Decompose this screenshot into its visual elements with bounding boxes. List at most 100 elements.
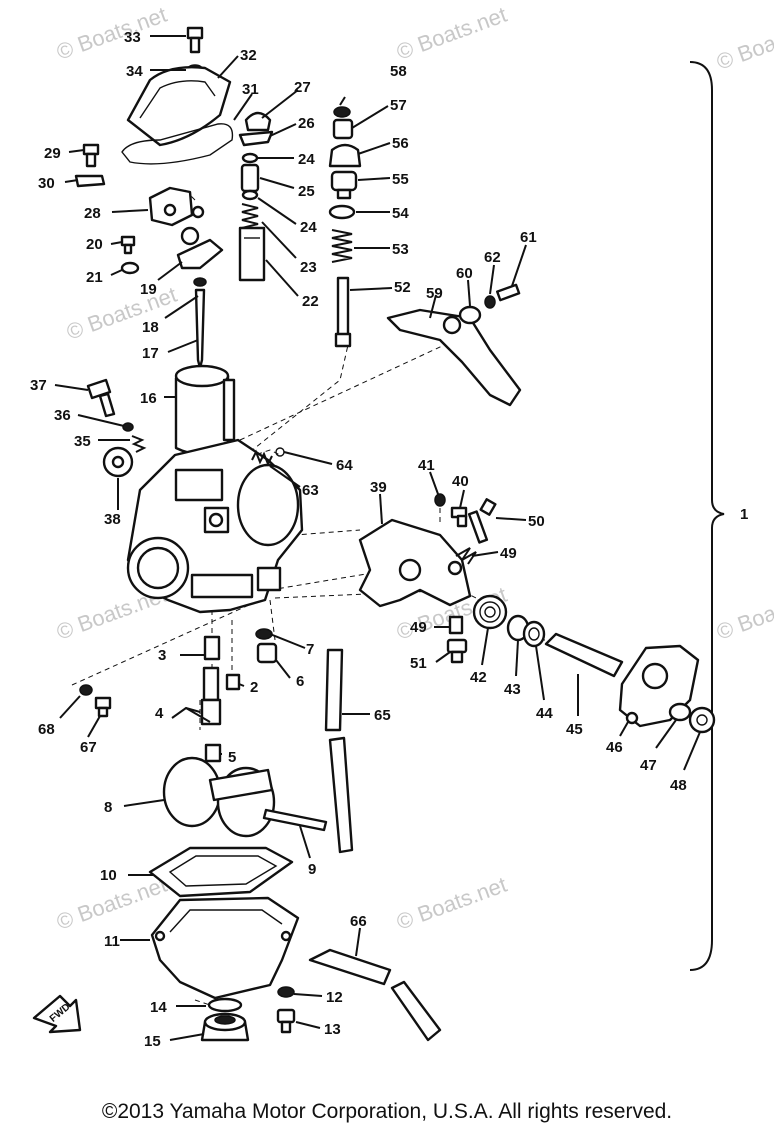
bracket-30 [74, 174, 106, 188]
label-18: 18 [142, 319, 159, 336]
tube-4 [200, 666, 222, 726]
nut-57 [332, 118, 354, 140]
label-38: 38 [104, 511, 121, 528]
label-12: 12 [326, 989, 343, 1006]
screw-37 [86, 378, 116, 418]
screw-67 [94, 696, 112, 718]
washer-62 [484, 295, 496, 309]
label-49b: 49 [410, 619, 427, 636]
label-20: 20 [86, 236, 103, 253]
label-44: 44 [536, 705, 553, 722]
jet-needle-17 [194, 288, 206, 370]
jet-2 [225, 673, 241, 691]
washer-7 [255, 628, 273, 640]
plunger-52 [334, 276, 352, 348]
plate-19 [176, 226, 224, 270]
label-58: 58 [390, 63, 407, 80]
spring-23 [241, 203, 259, 229]
watermark: © Boats.net [63, 282, 180, 345]
label-19: 19 [140, 281, 157, 298]
label-41: 41 [418, 457, 435, 474]
spring-35 [131, 435, 147, 453]
label-21: 21 [86, 269, 103, 286]
label-54: 54 [392, 205, 409, 222]
label-16: 16 [140, 390, 157, 407]
label-39: 39 [370, 479, 387, 496]
label-67: 67 [80, 739, 97, 756]
label-31: 31 [242, 81, 259, 98]
part-labels: 1 2 3 4 5 6 7 8 9 10 11 12 13 14 15 16 1… [30, 29, 748, 1050]
jet-5 [204, 743, 222, 763]
spring-49-lower [448, 615, 464, 635]
label-4: 4 [155, 705, 164, 722]
spring-42 [472, 594, 508, 630]
label-27: 27 [294, 79, 311, 96]
washer-47 [668, 702, 692, 722]
label-62: 62 [484, 249, 501, 266]
label-25: 25 [298, 183, 315, 200]
label-46: 46 [606, 739, 623, 756]
ring-26 [238, 130, 274, 147]
label-45: 45 [566, 721, 583, 738]
ring-64 [275, 447, 285, 457]
throttle-valve-16 [174, 364, 236, 456]
plunger-22 [238, 226, 266, 282]
label-40: 40 [452, 473, 469, 490]
watermark: © Boats.net [713, 12, 774, 75]
screw-20 [120, 235, 136, 255]
label-57: 57 [390, 97, 407, 114]
label-36: 36 [54, 407, 71, 424]
label-6: 6 [296, 673, 304, 690]
label-5: 5 [228, 749, 236, 766]
label-65: 65 [374, 707, 391, 724]
label-28: 28 [84, 205, 101, 222]
label-10: 10 [100, 867, 117, 884]
label-47: 47 [640, 757, 657, 774]
label-3: 3 [158, 647, 166, 664]
label-9: 9 [308, 861, 316, 878]
watermark: © Boats.net [53, 2, 170, 65]
label-35: 35 [74, 433, 91, 450]
label-68: 68 [38, 721, 55, 738]
plate-39 [358, 518, 472, 608]
washer-21 [120, 261, 140, 275]
label-51: 51 [410, 655, 427, 672]
nut-48 [688, 706, 716, 734]
gasket-10-inner [168, 855, 278, 887]
label-8: 8 [104, 799, 112, 816]
screw-61 [496, 283, 521, 302]
gasket-31 [121, 123, 234, 165]
label-26: 26 [298, 115, 315, 132]
label-24a: 24 [298, 151, 315, 168]
screw-51 [446, 638, 468, 664]
screw-13 [276, 1008, 296, 1034]
collar-60 [458, 305, 482, 325]
washer-12 [277, 986, 295, 998]
label-23: 23 [300, 259, 317, 276]
starter-plunger-28 [148, 186, 205, 227]
screw-50 [467, 498, 497, 544]
jet-3 [203, 635, 221, 661]
hose-65 [324, 648, 354, 854]
screw-33 [186, 26, 204, 54]
label-7: 7 [306, 641, 314, 658]
label-49a: 49 [500, 545, 517, 562]
spring-53 [331, 229, 353, 263]
label-52: 52 [394, 279, 411, 296]
label-60: 60 [456, 265, 473, 282]
label-11: 11 [104, 933, 120, 950]
gasket-10 [148, 846, 294, 898]
seat-6 [256, 642, 278, 664]
drain-plug-15 [200, 1012, 250, 1042]
label-59: 59 [426, 285, 443, 302]
cap-58 [333, 106, 351, 118]
label-33: 33 [124, 29, 141, 46]
watermark: © Boats.net [713, 582, 774, 645]
label-66: 66 [350, 913, 367, 930]
washer-24-bottom [241, 189, 259, 201]
label-42: 42 [470, 669, 487, 686]
label-17: 17 [142, 345, 159, 362]
washer-24-top [241, 152, 259, 164]
boot-56 [328, 143, 362, 168]
